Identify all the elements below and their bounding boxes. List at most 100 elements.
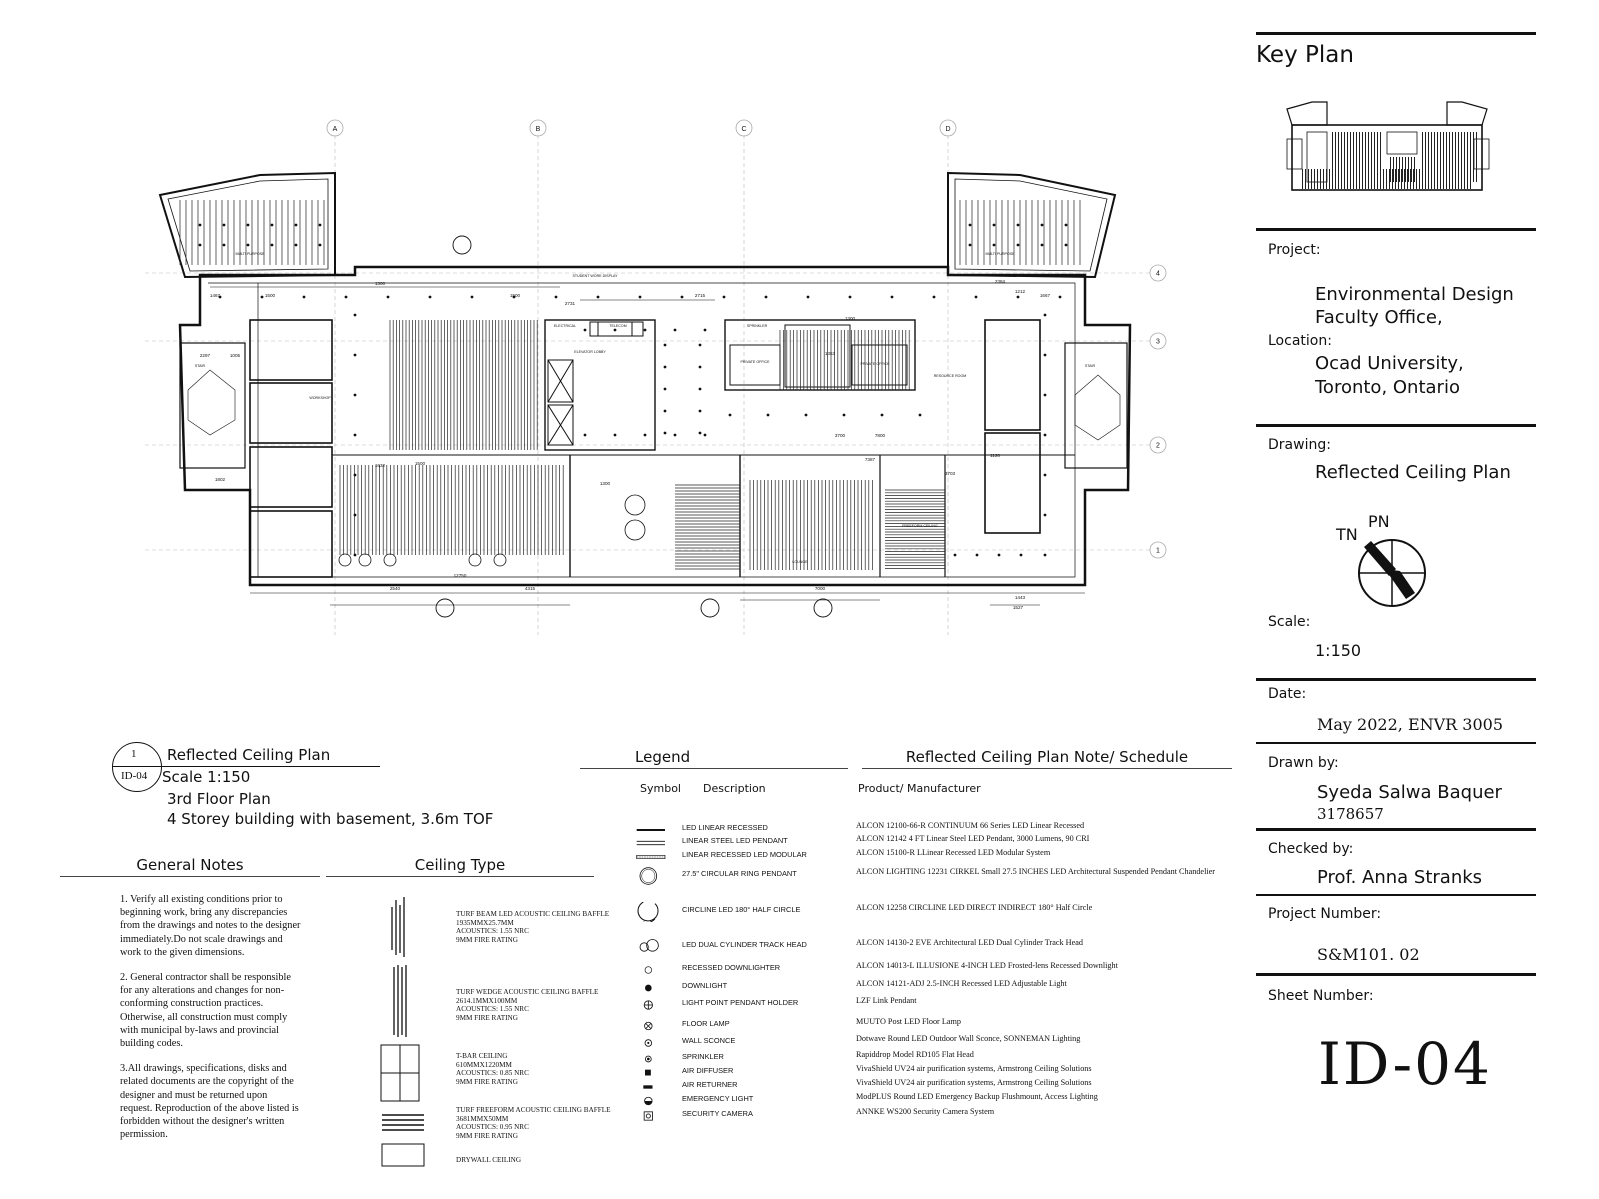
key-plan-hatch [1452,169,1453,189]
ceiling-fixture [294,223,298,227]
key-plan-hatch [1446,132,1447,182]
ceiling-fixture [198,243,202,247]
ceiling-fixture [353,553,357,557]
ceiling-fixture [804,413,808,417]
dimension-label: 1300 [845,316,856,321]
ceiling-fixture [974,295,978,299]
plan-title: Reflected Ceiling Plan [167,746,331,764]
ceiling-fixture [663,387,667,391]
drawn-by-name: Syeda Salwa Baquer [1317,782,1502,803]
key-plan-hatch [1464,132,1465,182]
ceiling-fixture [698,431,702,435]
recessed-downlighter-icon [644,966,652,974]
key-plan-hatch [1371,132,1372,177]
key-plan-hatch [1317,169,1318,189]
ceiling-type-rule [326,876,594,877]
ceiling-fixture [698,365,702,369]
key-plan-hatch [1396,157,1397,182]
key-plan-hatch [1407,169,1408,189]
room-label: MULTI PURPOSE [235,252,265,256]
title-block-rule [1256,32,1536,35]
ceiling-fixture [1064,243,1068,247]
schedule-heading: Reflected Ceiling Plan Note/ Schedule [905,748,1189,766]
key-plan-hatch [1458,132,1459,182]
date-value: May 2022, ENVR 3005 [1317,715,1504,734]
legend-product: ALCON 14121-ADJ 2.5-INCH Recessed LED Ad… [856,979,1067,988]
ceiling-fixture [353,433,357,437]
key-plan-hatch [1320,169,1321,189]
legend-description: LED DUAL CYLINDER TRACK HEAD [682,940,807,949]
project-name-line1: Environmental Design [1315,284,1514,305]
room-label: STUDENT WORK DISPLAY [573,274,619,278]
key-plan-hatch [1443,169,1444,189]
room-label: TELECOM [609,324,626,328]
key-plan-hatch [1386,169,1387,189]
key-plan-hatch [1461,169,1462,189]
ceiling-fixture [663,409,667,413]
ceiling-fixture [353,353,357,357]
legend-product: Rapiddrop Model RD105 Flat Head [856,1050,974,1059]
emergency-light-icon [644,1096,653,1106]
legend-product: ALCON LIGHTING 12231 CIRKEL Small 27.5 I… [856,867,1215,876]
drawing-reference-sheet: ID-04 [121,770,148,782]
key-plan-hatch [1437,169,1438,189]
key-plan-hatch [1365,169,1366,189]
key-plan-hatch [1440,132,1441,182]
key-plan-hatch [1323,169,1324,189]
key-plan-hatch [1377,132,1378,177]
key-plan-hatch [1414,157,1415,182]
room-label: PRIVATE OFFICE [860,362,890,366]
drawn-by-label: Drawn by: [1268,755,1339,771]
drawing-title: Reflected Ceiling Plan [1315,462,1511,483]
key-plan-hatch [1344,169,1345,189]
dimension-label: 3703 [945,471,956,476]
ceiling-fixture [1043,513,1047,517]
legend-description: WALL SCONCE [682,1036,736,1045]
key-plan-hatch [1452,132,1453,182]
key-plan-hatch [1410,169,1411,189]
ceiling-fixture [246,223,250,227]
general-note: 3.All drawings, specifications, disks an… [120,1063,299,1141]
key-plan-hatch [1443,132,1444,182]
legend-description: SECURITY CAMERA [682,1109,753,1118]
legend-description: DOWNLIGHT [682,981,728,990]
key-plan-hatch [1431,169,1432,189]
dimension-label: 2384 [995,279,1006,284]
ceiling-fixture [353,473,357,477]
ceiling-type-size: 610mmx1220mm [456,1060,512,1069]
ceiling-fixture [663,365,667,369]
key-plan-hatch [1350,169,1351,189]
key-plan-hatch [1446,169,1447,189]
ceiling-fixture [728,413,732,417]
ceiling-type-name: T-BAR CEILING [456,1052,508,1060]
key-plan-hatch [1368,132,1369,177]
key-plan-title: Key Plan [1256,42,1354,68]
legend-product: VivaShield UV24 air purification systems… [856,1078,1092,1087]
key-plan-hatch [1470,169,1471,189]
key-plan-hatch [1405,157,1406,182]
legend-description: 27.5" CIRCULAR RING PENDANT [682,869,797,878]
ceiling-fixture [583,328,587,332]
ceiling-type-swatches [380,897,425,1167]
sprinkler-icon [644,1055,652,1063]
room-label: MULTI PURPOSE [985,252,1015,256]
dimension-label: 7800 [875,433,886,438]
dimension-label: 1300 [600,481,611,486]
north-pn-label: PN [1368,515,1390,531]
key-plan-hatch [1335,132,1336,177]
ceiling-fixture [1016,223,1020,227]
key-plan-hatch [1401,169,1402,189]
north-arrow-icon: TN PN [1335,515,1426,607]
key-plan-hatch [1326,169,1327,189]
ceiling-fixture [764,295,768,299]
ceiling-fixture [842,413,846,417]
ceiling-fixture [270,223,274,227]
key-plan-hatch [1374,169,1375,189]
legend-description: AIR RETURNER [682,1080,738,1089]
ceiling-fixture [968,243,972,247]
key-plan-hatch [1389,169,1390,189]
key-plan-hatch [1398,169,1399,189]
date-label: Date: [1268,686,1307,702]
ceiling-fixture [643,328,647,332]
